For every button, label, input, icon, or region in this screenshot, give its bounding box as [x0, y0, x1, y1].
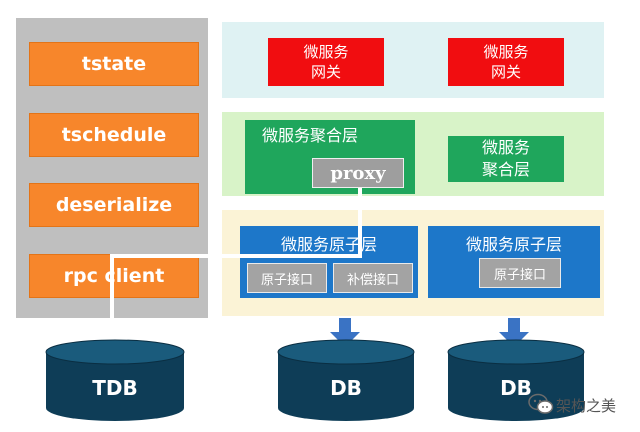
db-label-1: DB [330, 376, 362, 400]
aggregation-secondary-line2: 聚合层 [481, 160, 530, 179]
aggregation-main-label: 微服务聚合层 [261, 126, 358, 145]
db-cylinder-1 [277, 339, 415, 421]
aggregation-secondary-line1: 微服务 [481, 138, 530, 157]
gateway-box-1: 微服务 网关 [268, 38, 384, 86]
tschedule-block: tschedule [29, 113, 199, 157]
db-label-2: DB [500, 376, 532, 400]
gateway-box-2-line2: 网关 [490, 63, 521, 81]
gateway-box-1-line1: 微服务 [303, 43, 349, 61]
atomic-left-label: 微服务原子层 [280, 235, 377, 254]
compensation-interface-button: 补偿接口 [333, 263, 413, 293]
aggregation-secondary-box: 微服务 聚合层 [448, 136, 564, 182]
db-arrow-2 [499, 318, 529, 347]
proxy-to-tdb-line [110, 188, 362, 350]
proxy-box: proxy [312, 158, 404, 188]
db-cylinder-2 [447, 339, 585, 421]
tdb-label: TDB [92, 376, 138, 400]
gateway-box-2: 微服务 网关 [448, 38, 564, 86]
deserialize-block: deserialize [29, 183, 199, 227]
db-arrow-1 [330, 318, 360, 347]
watermark-text: 架构之美 [556, 397, 617, 415]
tdb-cylinder [45, 339, 185, 421]
tstate-block: tstate [29, 42, 199, 86]
atomic-interface-button-2: 原子接口 [479, 258, 561, 288]
atomic-interface-button-1: 原子接口 [247, 263, 327, 293]
atomic-right-label: 微服务原子层 [465, 235, 562, 254]
gateway-box-1-line2: 网关 [310, 63, 341, 81]
gateway-box-2-line1: 微服务 [483, 43, 529, 61]
wechat-logo-icon [528, 392, 554, 416]
